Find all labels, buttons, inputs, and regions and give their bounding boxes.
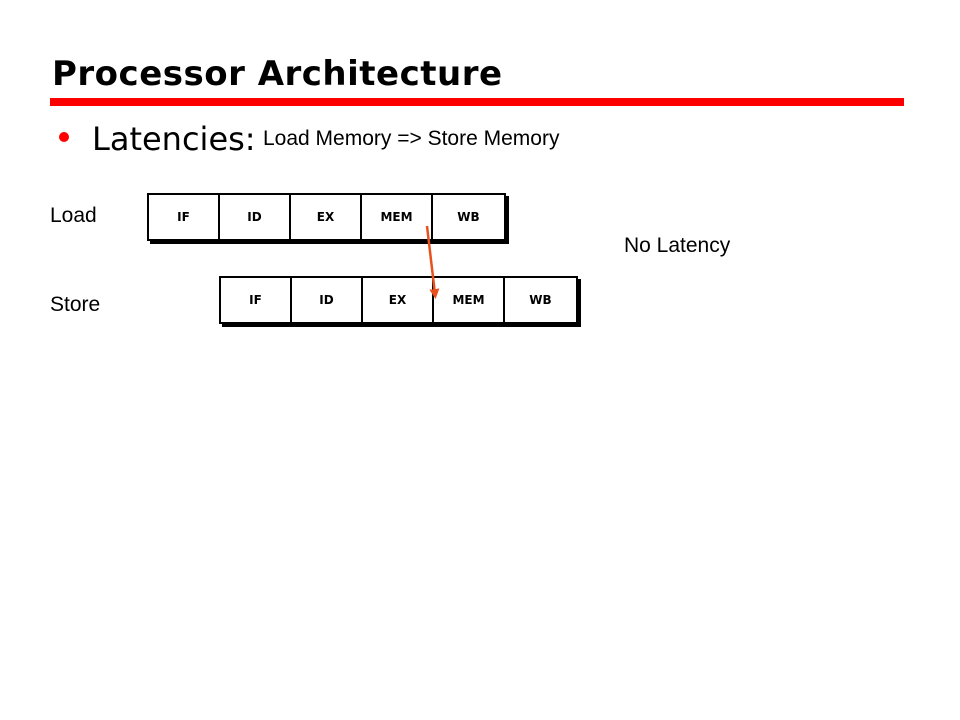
title-underline (50, 98, 904, 106)
store-pipeline: IF ID EX MEM WB (219, 276, 578, 324)
bullet-dot-icon (59, 132, 69, 142)
load-stage-wb: WB (457, 210, 480, 224)
store-stage-wb: WB (529, 293, 552, 307)
load-stage-id: ID (220, 195, 291, 239)
load-stage-ex: EX (291, 195, 362, 239)
load-row-label: Load (50, 204, 97, 227)
no-latency-note: No Latency (624, 234, 731, 257)
store-stage-mem: MEM (434, 278, 505, 322)
load-stage-if: IF (149, 195, 220, 239)
bullet-heading: Latencies: (92, 120, 256, 158)
slide-title: Processor Architecture (52, 54, 503, 94)
store-stage-if: IF (221, 278, 292, 322)
store-row-label: Store (50, 293, 101, 316)
store-stage-id: ID (292, 278, 363, 322)
load-stage-mem: MEM (362, 195, 433, 239)
dependency-subtitle: Load Memory => Store Memory (263, 127, 560, 150)
load-pipeline: IF ID EX MEM WB (147, 193, 506, 241)
store-stage-ex: EX (363, 278, 434, 322)
